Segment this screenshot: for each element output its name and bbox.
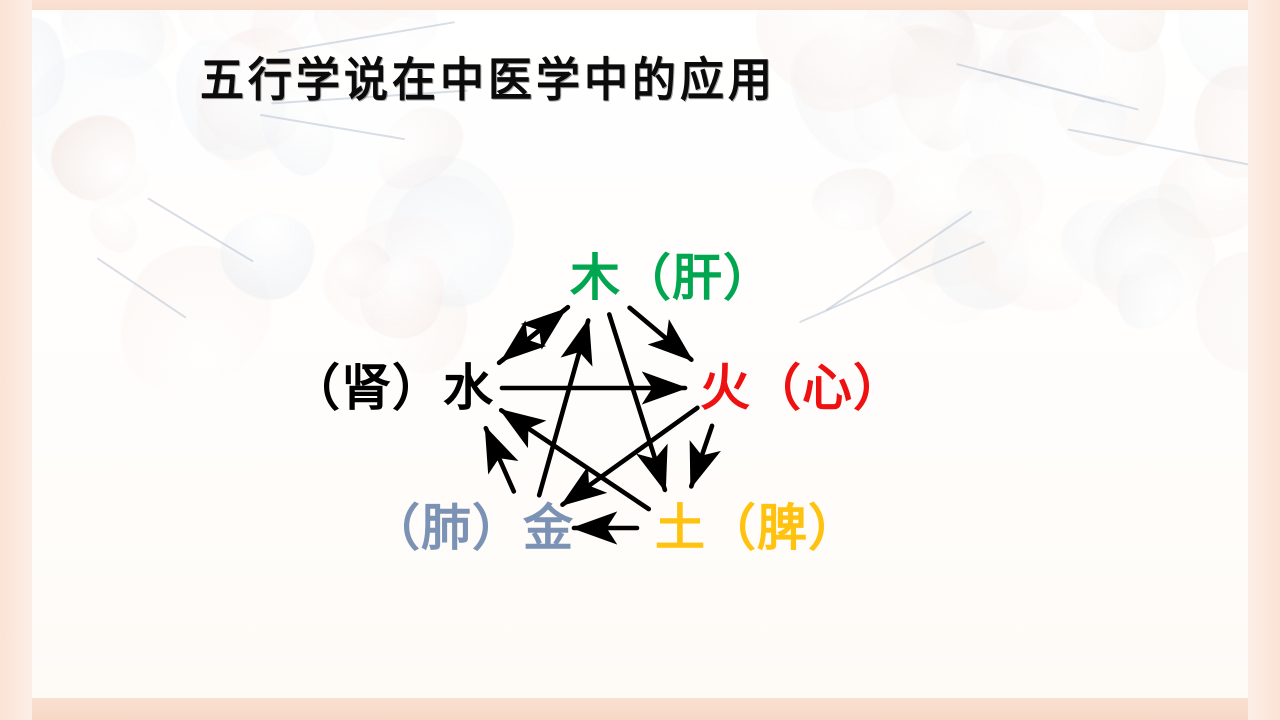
arrow-fire-to-metal: [560, 405, 700, 507]
wuxing-diagram: [483, 304, 721, 545]
frame-bottom-band: [0, 698, 1280, 720]
frame-left-band: [0, 0, 32, 720]
page-title: 五行学说在中医学中的应用: [200, 53, 776, 108]
arrow-metal-to-wood: [536, 317, 593, 498]
node-fire[interactable]: 火（心）: [700, 359, 904, 417]
arrow-wood-to-earth: [606, 312, 668, 493]
node-metal[interactable]: （肺）金: [370, 499, 574, 557]
node-wood[interactable]: 木（肝）: [570, 249, 774, 307]
arrow-metal-to-water: [483, 425, 519, 494]
frame-right-band: [1248, 0, 1280, 720]
node-water[interactable]: （肾）水: [290, 359, 494, 417]
frame-top-band: [0, 0, 1280, 10]
arrow-wood-to-water: [499, 304, 571, 363]
arrow-fire-to-earth: [688, 423, 721, 489]
arrow-earth-to-water: [498, 407, 652, 512]
arrow-wood-to-fire: [627, 305, 694, 362]
slide-canvas: 五行学说在中医学中的应用 木（肝） 火（心） 土（脾） （肺）金 （肾）水: [32, 10, 1248, 698]
node-earth[interactable]: 土（脾）: [655, 499, 859, 557]
wuxing-node-labels: 木（肝） 火（心） 土（脾） （肺）金 （肾）水: [32, 10, 1248, 698]
